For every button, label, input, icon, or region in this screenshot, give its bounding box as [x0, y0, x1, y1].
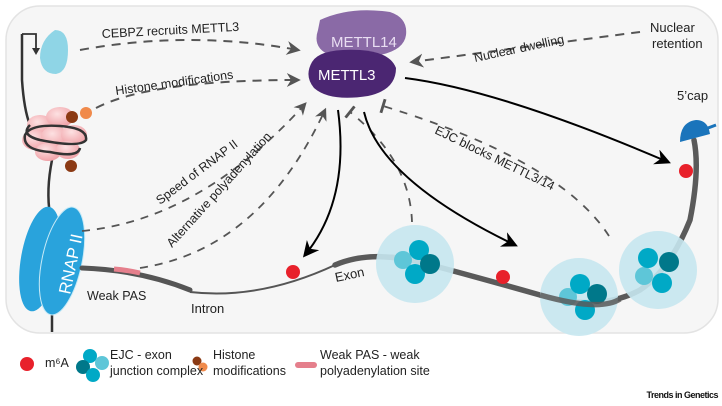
mettl3-label: METTL3	[318, 67, 376, 84]
legend-m6a-label: m⁶A	[45, 356, 69, 370]
journal-credit: Trends in Genetics	[646, 390, 718, 400]
legend-ejc-icon	[76, 349, 109, 382]
m6a-mark	[286, 265, 300, 279]
legend-histone-icon	[192, 356, 208, 372]
edge-methylation-intron	[302, 109, 342, 258]
edge-ejc-inhibit	[344, 105, 413, 223]
m6a-mark	[679, 164, 693, 178]
edge-cebpz	[79, 39, 301, 55]
edge-methylation-5prime	[404, 77, 671, 165]
tss-arrow-icon	[22, 33, 37, 52]
legend-m6a-icon	[20, 357, 34, 371]
ejc-complex	[376, 225, 454, 303]
nucleus-panel	[5, 5, 719, 334]
rna-through-ejc	[539, 292, 622, 308]
legend-ejc-label-2: junction complex	[110, 364, 204, 378]
mettl14-label: METTL14	[331, 34, 397, 51]
label-nuclear-retention-1: Nuclear	[650, 20, 695, 35]
nucleosome	[22, 107, 88, 161]
legend-weak-pas-label-1: Weak PAS - weak	[320, 348, 420, 362]
mettl14-shape	[316, 10, 407, 55]
histone-mark-dark	[66, 111, 78, 123]
five-prime-cap-icon	[680, 120, 710, 142]
rnap-ii	[19, 206, 86, 316]
mettl3-shape	[308, 49, 396, 98]
m6a-mark	[496, 270, 510, 284]
label-exon: Exon	[334, 264, 366, 285]
label-5prime-cap: 5’cap	[677, 88, 708, 103]
label-weak-pas: Weak PAS	[87, 289, 146, 303]
legend-histone-label-1: Histone	[213, 348, 256, 362]
weak-pas-segment	[113, 266, 141, 276]
edge-methylation-exon	[363, 111, 518, 247]
histone-mark-dark	[65, 160, 77, 172]
tss-arrowhead-icon	[32, 48, 40, 55]
label-intron: Intron	[191, 301, 224, 316]
ejc-complex	[540, 258, 618, 336]
ejc-complex	[619, 231, 697, 309]
label-nuclear-retention-2: retention	[652, 36, 703, 51]
edge-alt-polya	[139, 107, 327, 269]
cebpz-shape	[40, 30, 68, 74]
edge-speed	[81, 102, 307, 232]
legend-histone-label-2: modifications	[213, 364, 286, 378]
edge-histone	[95, 73, 301, 109]
cap-brim	[699, 123, 717, 133]
edge-nuclear-dwelling	[409, 31, 641, 68]
legend-ejc-label-1: EJC - exon	[110, 348, 172, 362]
rna-intron	[189, 264, 336, 295]
histone-mark-light	[80, 107, 92, 119]
legend-weak-pas-label-2: polyadenylation site	[320, 364, 430, 378]
